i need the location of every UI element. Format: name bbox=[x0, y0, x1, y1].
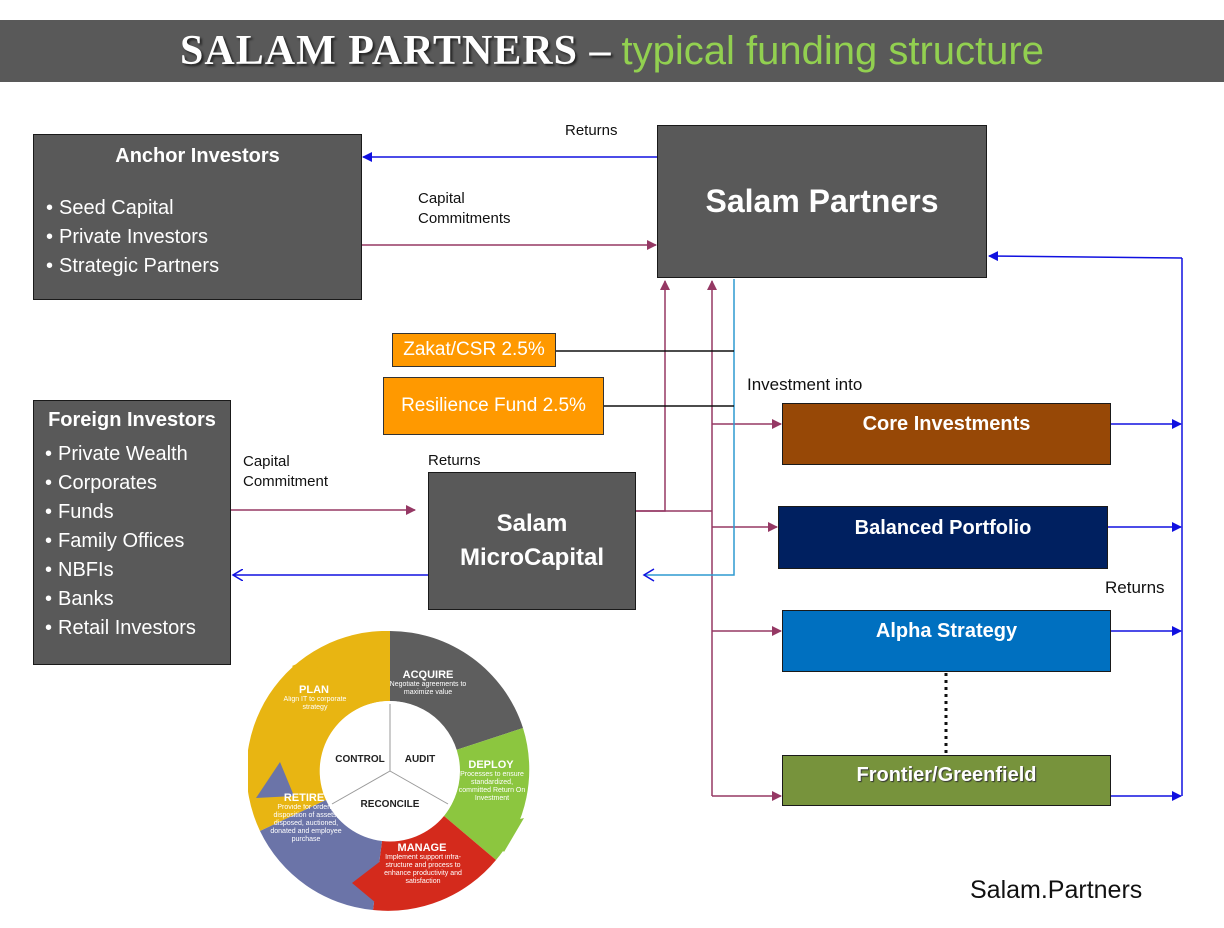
wheel-control: CONTROL bbox=[335, 754, 384, 765]
label-investment-into: Investment into bbox=[747, 375, 863, 394]
foreign-item: Funds bbox=[45, 498, 230, 527]
wheel-arrow-manage bbox=[352, 860, 382, 908]
label-capital-commitment-1: Capital bbox=[243, 453, 290, 470]
wheel-segment-retire bbox=[260, 800, 382, 910]
foreign-item: Banks bbox=[45, 585, 230, 614]
wheel-reconcile: RECONCILE bbox=[361, 799, 420, 810]
foreign-investors-box: Foreign Investors Private Wealth Corpora… bbox=[33, 400, 231, 665]
microcapital-line1: Salam bbox=[496, 510, 568, 537]
wheel-plan-text: Align IT to corporate strategy bbox=[283, 696, 347, 711]
anchor-item: Strategic Partners bbox=[46, 252, 361, 281]
alpha-strategy-label: Alpha Strategy bbox=[875, 620, 1018, 642]
salam-partners-box: Salam Partners bbox=[657, 125, 987, 278]
anchor-investors-title: Anchor Investors bbox=[115, 145, 280, 167]
label-capital-commitments-1: Capital bbox=[418, 190, 465, 207]
label-returns-right: Returns bbox=[1105, 578, 1165, 597]
microcapital-line2: MicroCapital bbox=[459, 544, 605, 571]
label-returns-top: Returns bbox=[565, 122, 618, 139]
anchor-investors-box: Anchor Investors Seed Capital Private In… bbox=[33, 134, 362, 300]
wheel-audit: AUDIT bbox=[405, 754, 436, 765]
wheel-manage-title: MANAGE bbox=[398, 842, 447, 854]
alpha-strategy-box: Alpha Strategy bbox=[782, 610, 1111, 672]
wheel-deploy-title: DEPLOY bbox=[468, 759, 514, 771]
title-subtitle: typical funding structure bbox=[621, 28, 1044, 73]
title-brand: SALAM PARTNERS – bbox=[180, 28, 612, 74]
wheel-plan-title: PLAN bbox=[299, 684, 329, 696]
wheel-deploy-text: Processes to ensure standardized, commit… bbox=[458, 771, 526, 802]
arrow-micro-to-partners bbox=[636, 280, 670, 512]
anchor-item: Seed Capital bbox=[46, 194, 361, 223]
zakat-csr-box: Zakat/CSR 2.5% bbox=[392, 333, 556, 367]
wheel-segment-acquire bbox=[390, 631, 523, 750]
label-capital-commitment-2: Commitment bbox=[243, 473, 329, 490]
foreign-investors-list: Private Wealth Corporates Funds Family O… bbox=[45, 440, 230, 643]
wheel-acquire-title: ACQUIRE bbox=[403, 669, 454, 681]
wheel-retire-text: Provide for orderly disposition of asset… bbox=[270, 804, 342, 843]
footer-brand: Salam.Partners bbox=[970, 876, 1143, 904]
wheel-arrow-deploy bbox=[484, 818, 524, 852]
foreign-item: Family Offices bbox=[45, 527, 230, 556]
zakat-csr-label: Zakat/CSR 2.5% bbox=[403, 339, 545, 360]
title-banner: SALAM PARTNERS – typical funding structu… bbox=[0, 20, 1224, 82]
frontier-greenfield-label: Frontier/Greenfield bbox=[856, 764, 1037, 786]
salam-partners-label: Salam Partners bbox=[705, 183, 939, 219]
foreign-item: Private Wealth bbox=[45, 440, 230, 469]
wheel-arrow-acquire bbox=[453, 668, 498, 700]
wheel-manage-text: Implement support infra-structure and pr… bbox=[384, 854, 462, 885]
core-investments-box: Core Investments bbox=[782, 403, 1111, 465]
resilience-fund-box: Resilience Fund 2.5% bbox=[383, 377, 604, 435]
anchor-item: Private Investors bbox=[46, 223, 361, 252]
wheel-segment-manage bbox=[373, 816, 496, 911]
wheel-arrow-retire bbox=[256, 762, 294, 798]
wheel-acquire-text: Negotiate agreements to maximize value bbox=[389, 681, 467, 696]
balanced-portfolio-box: Balanced Portfolio bbox=[778, 506, 1108, 569]
resilience-fund-label: Resilience Fund 2.5% bbox=[401, 395, 586, 416]
wheel-retire-title: RETIRE bbox=[284, 792, 324, 804]
wheel-arrow-plan bbox=[292, 654, 320, 688]
label-returns-micro: Returns bbox=[428, 452, 481, 469]
anchor-investors-list: Seed Capital Private Investors Strategic… bbox=[46, 194, 361, 281]
frontier-greenfield-box: Frontier/Greenfield bbox=[782, 755, 1111, 806]
foreign-investors-title: Foreign Investors bbox=[48, 409, 216, 431]
lifecycle-wheel: CONTROL AUDIT RECONCILE PLAN Align IT to… bbox=[248, 630, 530, 911]
arrow-partners-to-micro bbox=[644, 279, 735, 576]
core-investments-label: Core Investments bbox=[862, 413, 1031, 435]
label-capital-commitments-2: Commitments bbox=[418, 210, 511, 227]
foreign-item: Retail Investors bbox=[45, 614, 230, 643]
arrow-returns-to-partners bbox=[988, 251, 1183, 262]
balanced-portfolio-label: Balanced Portfolio bbox=[854, 517, 1032, 539]
foreign-item: NBFIs bbox=[45, 556, 230, 585]
salam-microcapital-box: Salam MicroCapital bbox=[428, 472, 636, 610]
foreign-item: Corporates bbox=[45, 469, 230, 498]
